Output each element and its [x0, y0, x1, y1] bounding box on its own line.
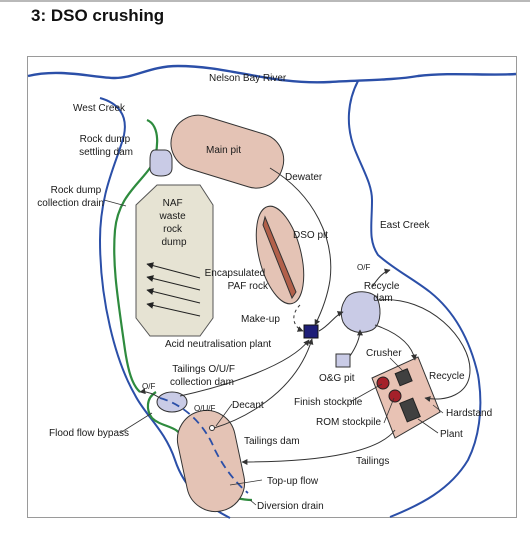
encapsulated-paf-rock	[262, 215, 297, 300]
label-tailings: Tailings	[356, 456, 389, 467]
label-west-creek: West Creek	[73, 103, 126, 114]
dewater-flow	[269, 167, 332, 326]
tailings-dam	[176, 409, 246, 513]
label-rock-dump-settling-dam: Rock dump settling dam	[79, 134, 133, 158]
recycle-dam-overflow	[371, 268, 391, 288]
label-recycle: Recycle	[429, 371, 465, 382]
label-naf-waste-rock-dump: NAF waste rock dump	[159, 198, 189, 248]
hardstand	[371, 356, 441, 439]
decant-point	[209, 425, 215, 431]
label-make-up: Make-up	[241, 314, 280, 325]
make-up-flow	[293, 304, 304, 332]
collection-to-neutraliser-flow	[179, 339, 310, 397]
label-of-east: O/F	[357, 263, 370, 272]
label-main-pit: Main pit	[206, 145, 241, 156]
label-tailings-dam: Tailings dam	[244, 436, 300, 447]
label-decant: Decant	[232, 400, 264, 411]
top-divider	[0, 0, 530, 2]
label-finish-stockpile: Finish stockpile	[294, 397, 363, 408]
decant-flow	[213, 338, 314, 429]
label-acid-neutralisation-plant: Acid neutralisation plant	[165, 339, 271, 350]
label-top-up-flow: Top-up flow	[267, 476, 319, 487]
label-rock-dump-collection-drain: Rock dump collection drain	[37, 185, 104, 209]
label-ouf: O/U/F	[194, 404, 215, 413]
label-dso-pit: DSO pit	[293, 230, 328, 241]
main-pit	[170, 114, 285, 189]
nelson-bay-river	[27, 64, 517, 84]
collection-dam-overflow	[139, 388, 161, 399]
label-encapsulated-paf-rock: Encapsulated PAF rock	[205, 268, 269, 292]
east-creek	[347, 80, 482, 518]
neutralised-to-recycle-flow	[318, 311, 344, 332]
label-hardstand: Hardstand	[446, 408, 492, 419]
og-to-recycle-flow	[349, 329, 363, 357]
rock-dump-settling-dam	[149, 149, 173, 177]
recycle-to-hardstand-flow	[377, 299, 471, 402]
label-east-creek: East Creek	[380, 220, 430, 231]
recycle-dam-to-plant-flow	[374, 324, 417, 361]
label-dewater: Dewater	[285, 172, 323, 183]
label-flood-flow-bypass: Flood flow bypass	[49, 428, 129, 439]
naf-waste-rock-dump	[135, 184, 214, 337]
label-of-west: O/F	[142, 382, 155, 391]
rom-stockpile	[388, 389, 402, 403]
og-pit	[335, 353, 351, 368]
diagram-frame	[27, 56, 517, 518]
tailings-collection-dam	[156, 391, 188, 413]
label-diversion-drain: Diversion drain	[257, 501, 324, 512]
label-og-pit: O&G pit	[319, 373, 355, 384]
leader-lines	[103, 199, 444, 506]
finish-stockpile	[376, 376, 390, 390]
label-crusher: Crusher	[366, 348, 402, 359]
west-creek	[98, 97, 231, 519]
label-nelson-bay-river: Nelson Bay River	[209, 73, 287, 84]
label-tailings-collection-dam: Tailings O/U/F collection dam	[170, 364, 238, 388]
acid-neutralisation-plant	[303, 324, 319, 339]
label-recycle-dam: Recycle dam	[364, 281, 402, 304]
label-plant: Plant	[440, 429, 463, 440]
label-rom-stockpile: ROM stockpile	[316, 417, 381, 428]
top-up-flow-line	[159, 397, 249, 494]
flow-lines	[139, 167, 471, 465]
tailings-flow	[241, 429, 396, 465]
plant	[399, 397, 421, 423]
crusher	[394, 368, 413, 387]
waste-dump-arrows	[146, 262, 201, 317]
page-title: 3: DSO crushing	[31, 6, 165, 25]
